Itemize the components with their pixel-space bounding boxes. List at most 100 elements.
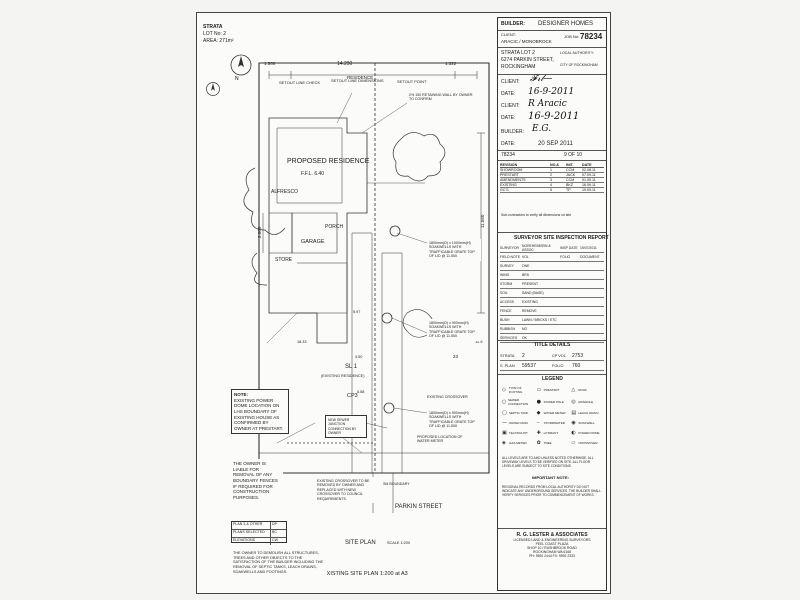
cp3-label: CP3 [347, 393, 358, 399]
dim-top-right: 1.322 [445, 61, 457, 66]
legend-label: SEPTIC TANK [509, 411, 529, 415]
existing-site-plan: EXISTING SITE PLAN 1:200 at A3 [323, 571, 408, 577]
legend-item: ▭PRESTART [537, 386, 570, 394]
builder-date-label: DATE: [501, 141, 516, 147]
legend-label: SEWER CONNECTION [508, 398, 529, 406]
important-text: REGIONAL RECORDS FROM LOCAL AUTHORITY DO… [500, 483, 604, 499]
setout-center: SETOUT LINE DIMENSIONS [331, 78, 384, 83]
client2-date: 16-9-2011 [528, 111, 580, 122]
title-details-title: TITLE DETAILS [534, 342, 571, 348]
survey-cell: BUSH [500, 318, 510, 322]
site-plan-title: SITE PLAN [345, 540, 376, 546]
legend-symbol-icon: ◐ [571, 430, 576, 436]
legend-notes: ALL LEVELS ARE TO AHD UNLESS NOTED OTHER… [500, 454, 604, 470]
legend-symbol-icon: ● [536, 399, 542, 405]
legend-item: △ROOF [571, 386, 604, 394]
builder-label: BUILDER: [501, 21, 525, 27]
note-demolish: THE OWNER TO DEMOLISH ALL STRUCTURES, TR… [231, 549, 327, 577]
dim-side2: 2.800 [257, 226, 262, 238]
legend-title: LEGEND [542, 376, 563, 382]
legend-label: TELSTRA PIT [509, 431, 528, 435]
survey-cell: WIND [500, 273, 510, 277]
survey-cell: SERVICES [500, 336, 518, 340]
legend-item: ●POWER POLE [537, 398, 570, 406]
site-label: STRATA LOT 2 [501, 50, 535, 56]
legend-label: PRESTART [543, 388, 560, 392]
legend-symbol-icon: ◎ [571, 399, 576, 405]
dim-top-mid: 14.290 [337, 61, 353, 67]
setout-right: SETOUT POINT [397, 79, 427, 84]
client-label: CLIENT: [501, 32, 516, 37]
client-signature: 𝓕𝓇𝓁— [530, 74, 553, 84]
store-label: STORE [275, 257, 293, 263]
lot-dim-a: 18.33 [297, 340, 307, 344]
sm-boundary: SM BOUNDARY [383, 482, 410, 486]
surveyor-line4: PH: 9592 2444 FX: 9592 2333 [529, 554, 575, 558]
survey-cell: RUBBISH [500, 327, 516, 331]
note-soakwell-3: 1800mm(D) x 900mm(H) SOAKWELLS WITH TRAF… [427, 409, 481, 431]
area-label: AREA: 271m² [203, 38, 234, 44]
sheet-of: 9 OF 10 [564, 152, 583, 158]
title-block: BUILDER: DESIGNER HOMES CLIENT: ARACIC /… [497, 17, 609, 591]
legend-item: ◉SOAKWELL [571, 420, 604, 426]
survey-cell: SURVEYOR [500, 246, 519, 250]
proposed-residence: PROPOSED RESIDENCE [287, 158, 370, 165]
job-no-label: JOB No: [564, 34, 580, 39]
lot-sl1-sub: (EXISTING RESIDENCE) [321, 374, 365, 378]
date-label: DATE: [501, 91, 516, 97]
legend-label: MANHOLE [578, 400, 594, 404]
legend-symbol-icon: ▤ [571, 410, 577, 416]
survey-cell: STORM [500, 282, 513, 286]
survey-cell: VOL [522, 255, 529, 259]
north-arrow-icon: N [229, 53, 253, 86]
builder-sign: E.G. [532, 124, 552, 134]
note-wall: 2% 150 RETAINING WALL BY OWNER TO CONFIR… [407, 91, 477, 104]
strata-label: STRATA [203, 24, 223, 30]
legend-symbol-icon: ✿ [536, 440, 541, 446]
legend-symbol-icon: ┄ [536, 420, 540, 426]
legend-item: ◆WATER METER [537, 410, 570, 416]
legend-symbol-icon: ○ [502, 399, 507, 405]
garage-label: GARAGE [301, 239, 325, 245]
legend-label: STORMWATER [543, 421, 565, 425]
residence-label: RESIDENCE [347, 75, 373, 80]
note-owner: THE OWNER IS LIABLE FOR REMOVAL OF ANY B… [231, 459, 283, 503]
legend-item: ◈GAS METER [502, 440, 535, 446]
dim-top-left: 1.500 [264, 61, 276, 66]
north-arrow-icon-2 [205, 81, 221, 112]
existing-crossover-2: EXISTING CROSSOVER [427, 395, 468, 399]
note-water-meter: PROPOSED LOCATION OF WATER METER [415, 433, 475, 446]
legend-label: POWER DOME [578, 431, 600, 435]
legend-symbol-icon: ◇ [502, 387, 506, 393]
survey-cell: DOCUMENT [580, 255, 600, 259]
site-plan-scale: SCALE 1:200 [387, 541, 410, 545]
revisions-footnote: Sub-contractors to verify all dimensions… [501, 213, 572, 217]
survey-cell: NOREHEIMSRN & ASSOC [522, 244, 551, 252]
legend-symbol-icon: — [502, 420, 507, 426]
legend-symbol-icon: ✚ [536, 430, 541, 436]
legend-item: ✿TREE [537, 440, 570, 446]
survey-cell: FIELD NOTE [500, 255, 520, 259]
street-label: PARKIN STREET [395, 504, 443, 510]
note-title: NOTE: [234, 392, 248, 397]
legend-item: ◐POWER DOME [571, 430, 604, 436]
legend-item: ○SEWER CONNECTION [502, 398, 535, 406]
setout-left: SETOUT LINE CHECK [279, 80, 321, 85]
